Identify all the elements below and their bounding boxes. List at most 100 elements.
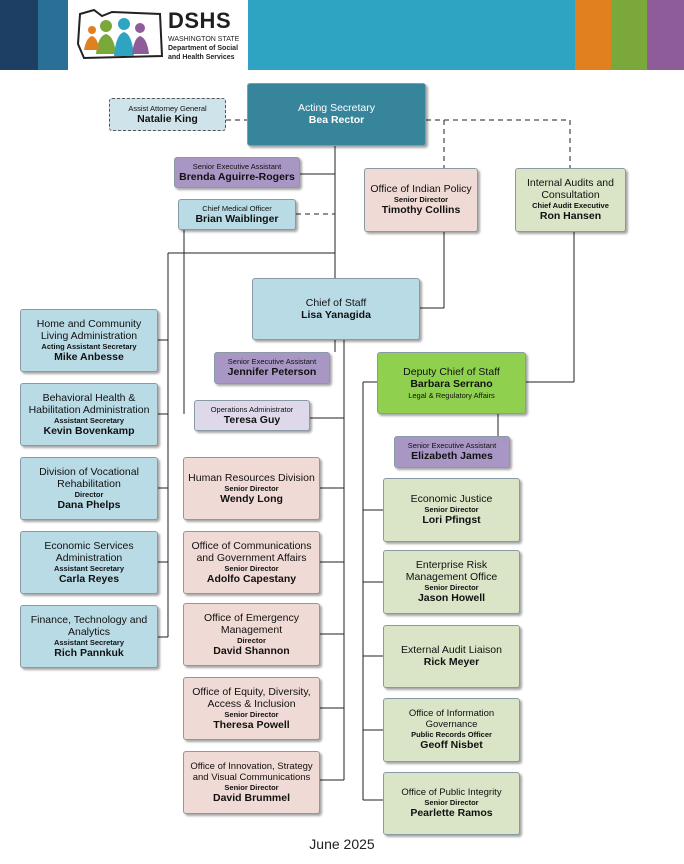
logo-line-1: WASHINGTON STATE [168,36,240,43]
box-role: Senior Director [424,583,479,592]
box-title: Chief Medical Officer [202,203,272,213]
assist-attorney-general-box: Assist Attorney General Natalie King [109,98,226,131]
box-name: Bea Rector [308,114,365,126]
header-band-4 [248,0,575,70]
box-title: Economic Justice [410,493,493,505]
box-title: Internal Audits and Consultation [527,177,614,201]
box-name: Brenda Aguirre-Rogers [179,170,295,183]
box-title: Finance, Technology and Analytics [30,613,148,638]
cos-office-box: Office of Communications and Government … [183,531,320,594]
box-role: Chief Audit Executive [532,201,609,210]
box-title: Senior Executive Assistant [407,441,497,450]
box-name: Lisa Yanagida [301,308,371,321]
box-role: Senior Director [224,709,279,719]
dshs-logo: DSHS WASHINGTON STATE Department of Soci… [70,0,248,70]
admin-box: Economic Services Administration Assista… [20,531,158,594]
box-role: Senior Director [224,563,279,573]
box-title: Home and Community Living Administration [36,317,142,342]
chief-medical-officer-box: Chief Medical Officer Brian Waiblinger [178,199,296,230]
deputy-chief-of-staff-box: Deputy Chief of Staff Barbara Serrano Le… [377,352,526,414]
box-name: Geoff Nisbet [420,739,483,751]
box-role: Assistant Secretary [53,415,125,425]
box-name: Carla Reyes [58,572,120,585]
header-band-1 [0,0,8,70]
box-role: Senior Director [424,798,479,807]
box-name: Barbara Serrano [410,378,493,390]
box-title: Behavioral Health & Habilitation Adminis… [28,391,150,416]
washington-map-people-icon [76,8,164,60]
box-name: Ron Hansen [539,210,602,222]
box-role: Senior Director [424,505,479,514]
box-name: Jason Howell [417,592,486,604]
sea-chief-of-staff-box: Senior Executive Assistant Jennifer Pete… [214,352,330,384]
admin-box: Finance, Technology and Analytics Assist… [20,605,158,668]
box-title: Office of Public Integrity [401,787,502,798]
box-title: Operations Administrator [210,404,294,414]
admin-box: Behavioral Health & Habilitation Adminis… [20,383,158,446]
box-title: Human Resources Division [188,471,315,484]
box-name: Kevin Bovenkamp [43,424,135,437]
box-title: Division of Vocational Rehabilitation [39,465,139,490]
header-band-2 [8,0,38,70]
box-role: Senior Director [393,195,449,204]
header-band-3 [38,0,68,70]
box-title: Chief of Staff [305,296,367,309]
box-name: Adolfo Capestany [206,572,297,585]
cos-office-box: Office of Emergency Management Director … [183,603,320,666]
header-band-5 [575,0,611,70]
box-role: Senior Director [224,782,279,792]
box-role: Director [237,635,266,645]
box-name: Elizabeth James [411,450,493,462]
footer-date: June 2025 [309,836,375,852]
box-name: Natalie King [137,112,198,125]
box-name: David Shannon [213,644,290,657]
box-name: Wendy Long [220,492,283,505]
box-title: Office of Equity, Diversity, Access & In… [192,685,311,710]
box-name: David Brummel [212,791,291,804]
box-title: Senior Executive Assistant [227,357,317,366]
header-band-6 [611,0,647,70]
deputy-office-box: External Audit Liaison Rick Meyer [383,625,520,688]
box-name: Lori Pfingst [422,514,481,526]
logo-line-3: and Health Services [168,54,235,61]
box-name: Pearlette Ramos [410,807,493,819]
logo-title: DSHS [168,8,232,33]
box-role: Acting Assistant Secretary [41,341,137,351]
box-title: Office of Emergency Management [204,611,299,636]
deputy-office-box: Office of Information Governance Public … [383,698,520,762]
deputy-office-box: Economic Justice Senior Director Lori Pf… [383,478,520,542]
box-title: Assist Attorney General [128,103,207,113]
sea-secretary-box: Senior Executive Assistant Brenda Aguirr… [174,157,300,188]
box-name: Theresa Powell [213,718,290,731]
box-role: Legal & Regulatory Affairs [408,391,495,400]
box-title: Office of Communications and Government … [191,539,312,564]
box-title: Acting Secretary [297,102,376,114]
internal-audits-box: Internal Audits and Consultation Chief A… [515,168,626,232]
logo-line-2: Department of Social [168,45,239,52]
box-name: Timothy Collins [381,204,461,216]
box-title: Senior Executive Assistant [192,161,282,171]
box-role: Director [74,489,104,499]
box-name: Rich Pannkuk [54,646,124,659]
box-role: Senior Director [224,483,279,493]
office-of-indian-policy-box: Office of Indian Policy Senior Director … [364,168,478,232]
deputy-office-box: Enterprise Risk Management Office Senior… [383,550,520,614]
box-title: Deputy Chief of Staff [403,366,500,378]
box-name: Mike Anbesse [54,350,124,363]
header-band-7 [647,0,684,70]
cos-office-box: Office of Equity, Diversity, Access & In… [183,677,320,740]
box-title: External Audit Liaison [401,644,502,656]
box-name: Jennifer Peterson [227,366,317,378]
cos-office-box: Office of Innovation, Strategy and Visua… [183,751,320,814]
box-title: Office of Information Governance [408,708,495,730]
deputy-office-box: Office of Public Integrity Senior Direct… [383,772,520,835]
box-role: Public Records Officer [411,730,492,739]
operations-administrator-box: Operations Administrator Teresa Guy [194,400,310,431]
box-title: Enterprise Risk Management Office [405,559,498,583]
acting-secretary-box: Acting Secretary Bea Rector [247,83,426,146]
chief-of-staff-box: Chief of Staff Lisa Yanagida [252,278,420,340]
box-role: Assistant Secretary [53,563,125,573]
box-name: Brian Waiblinger [195,212,279,225]
admin-box: Home and Community Living Administration… [20,309,158,372]
